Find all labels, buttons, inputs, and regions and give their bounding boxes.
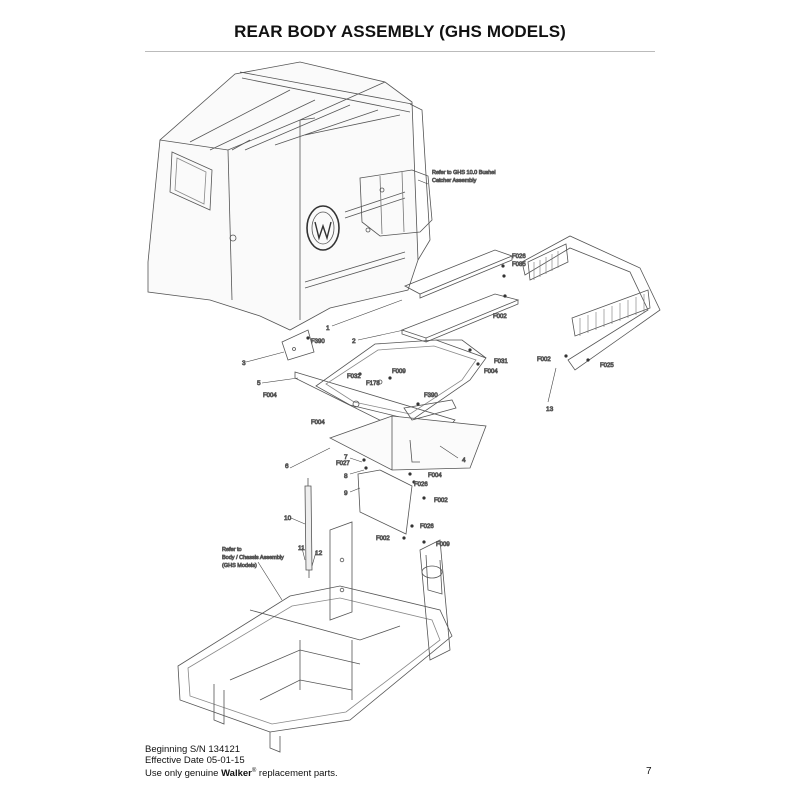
callout-f085: F085 — [512, 262, 526, 268]
part-1-plate — [404, 249, 514, 299]
parts-notice-suffix: replacement parts. — [256, 768, 338, 780]
callout-f027: F027 — [336, 461, 350, 467]
catcher-reference-line2: Catcher Assembly — [432, 178, 477, 184]
serial-number: Beginning S/N 134121 — [145, 744, 241, 755]
callout-f002-mid: F002 — [434, 498, 448, 504]
leader-lines — [245, 179, 557, 601]
callout-f026-mid: F026 — [414, 482, 428, 488]
callout-1: 1 — [326, 325, 330, 332]
catcher-body — [147, 61, 433, 331]
callout-7: 7 — [344, 454, 348, 461]
part-10-strut — [304, 478, 313, 578]
callout-f026-top: F026 — [512, 254, 526, 260]
callout-5: 5 — [257, 380, 261, 387]
callout-f178: F178 — [366, 381, 380, 387]
callout-f390-left: F390 — [311, 339, 325, 345]
callout-f002-screen: F002 — [537, 357, 551, 363]
callout-f004-lower: F004 — [428, 473, 442, 479]
callout-12: 12 — [315, 550, 323, 557]
callout-2: 2 — [352, 338, 356, 345]
part-4-box — [328, 399, 487, 471]
parts-notice: Use only genuine Walker® replacement par… — [145, 766, 338, 779]
callout-13: 13 — [546, 406, 554, 413]
callout-f390-right: F390 — [424, 393, 438, 399]
hardware-fasteners — [306, 264, 590, 544]
parts-notice-prefix: Use only genuine — [145, 768, 222, 780]
rear-frame-tray — [315, 339, 487, 421]
chassis-reference-line1: Refer to — [222, 547, 242, 553]
callout-f004-mid: F004 — [311, 420, 325, 426]
callout-3: 3 — [242, 360, 246, 367]
registered-mark: ® — [251, 768, 257, 774]
title-divider — [145, 51, 655, 52]
part-3-bracket — [281, 329, 315, 361]
callout-f031: F031 — [494, 359, 508, 365]
catcher-reference-line1: Refer to GHS 10.0 Bushel — [432, 170, 496, 176]
page-number: 7 — [646, 766, 652, 777]
part-2-channel — [400, 293, 520, 343]
callout-f009-lower: F009 — [436, 542, 450, 548]
callout-8: 8 — [344, 473, 348, 480]
chassis-reference-line3: (GHS Models) — [222, 563, 257, 569]
callout-11: 11 — [298, 545, 305, 552]
callout-f025: F025 — [600, 363, 614, 369]
page-title: REAR BODY ASSEMBLY (GHS MODELS) — [234, 22, 566, 41]
callout-f009-upper: F009 — [392, 369, 406, 375]
callout-6: 6 — [285, 463, 289, 470]
callout-f004-left: F004 — [263, 393, 277, 399]
callout-f004-right: F004 — [484, 369, 498, 375]
callout-f002-top: F002 — [493, 314, 507, 320]
page-footer: Beginning S/N 134121 Effective Date 05-0… — [145, 744, 338, 779]
callout-f032: F032 — [347, 374, 361, 380]
callout-f026-lower: F026 — [420, 524, 434, 530]
effective-date: Effective Date 05-01-15 — [145, 755, 245, 766]
callout-10: 10 — [284, 515, 292, 522]
callout-4: 4 — [462, 457, 466, 464]
callout-f002-lower: F002 — [376, 536, 390, 542]
brand-name: Walker — [221, 768, 252, 780]
callout-9: 9 — [344, 490, 348, 497]
chassis-reference-line2: Body / Chassis Assembly — [222, 555, 284, 561]
part-9-deflector — [357, 469, 413, 535]
chassis-frame — [177, 521, 453, 753]
part-13-screen — [521, 235, 661, 371]
